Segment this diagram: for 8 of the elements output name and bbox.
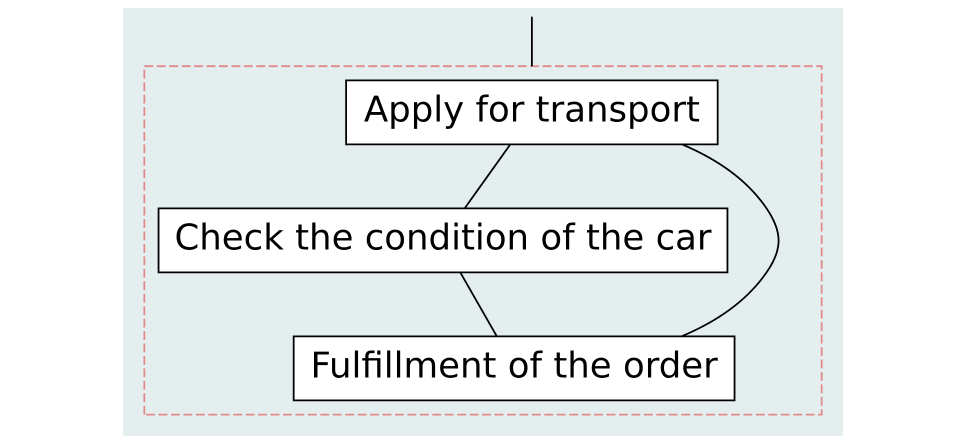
node-box: Fulfillment of the order xyxy=(292,336,735,402)
connector xyxy=(530,16,532,66)
connector xyxy=(464,144,510,209)
cluster xyxy=(142,65,822,416)
node-box: Check the condition of the car xyxy=(157,208,728,274)
connector xyxy=(459,272,498,337)
node-box: Apply for transport xyxy=(344,80,718,146)
connector xyxy=(680,144,779,338)
